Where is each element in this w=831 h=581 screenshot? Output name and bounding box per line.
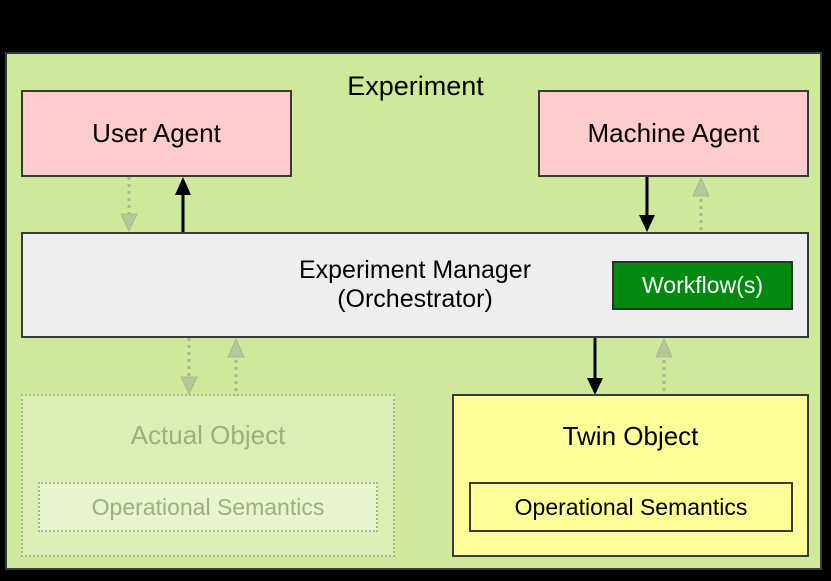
edge-manager-to-machine-agent (692, 176, 710, 233)
workflow-node[interactable]: Workflow(s) (612, 261, 793, 310)
workflow-label: Workflow(s) (642, 272, 763, 299)
edge-manager-to-twin-object (586, 338, 604, 396)
experiment-manager-node[interactable]: Experiment Manager (Orchestrator) Workfl… (21, 232, 809, 338)
edge-manager-to-user-agent (174, 176, 192, 233)
twin-object-operational-semantics-label: Operational Semantics (514, 493, 748, 520)
edge-actual-object-to-manager (227, 337, 245, 396)
twin-object-node[interactable]: Twin Object Operational Semantics (452, 394, 809, 557)
twin-object-label: Twin Object (562, 421, 699, 451)
edge-machine-agent-to-manager (638, 177, 656, 233)
actual-object-operational-semantics-node[interactable]: Operational Semantics (38, 482, 378, 532)
machine-agent-node[interactable]: Machine Agent (538, 90, 809, 177)
actual-object-node[interactable]: Actual Object Operational Semantics (21, 394, 395, 557)
edge-manager-to-actual-object (180, 338, 198, 396)
user-agent-node[interactable]: User Agent (21, 90, 292, 177)
edge-user-agent-to-manager (120, 177, 138, 233)
edge-twin-object-to-manager (655, 337, 673, 396)
machine-agent-label: Machine Agent (587, 118, 760, 149)
twin-object-operational-semantics-node[interactable]: Operational Semantics (469, 482, 793, 532)
page-title: Experiment (347, 71, 484, 101)
user-agent-label: User Agent (92, 118, 221, 149)
actual-object-operational-semantics-label: Operational Semantics (91, 493, 325, 520)
actual-object-label: Actual Object (130, 420, 286, 450)
experiment-manager-label: Experiment Manager (Orchestrator) (298, 256, 532, 313)
